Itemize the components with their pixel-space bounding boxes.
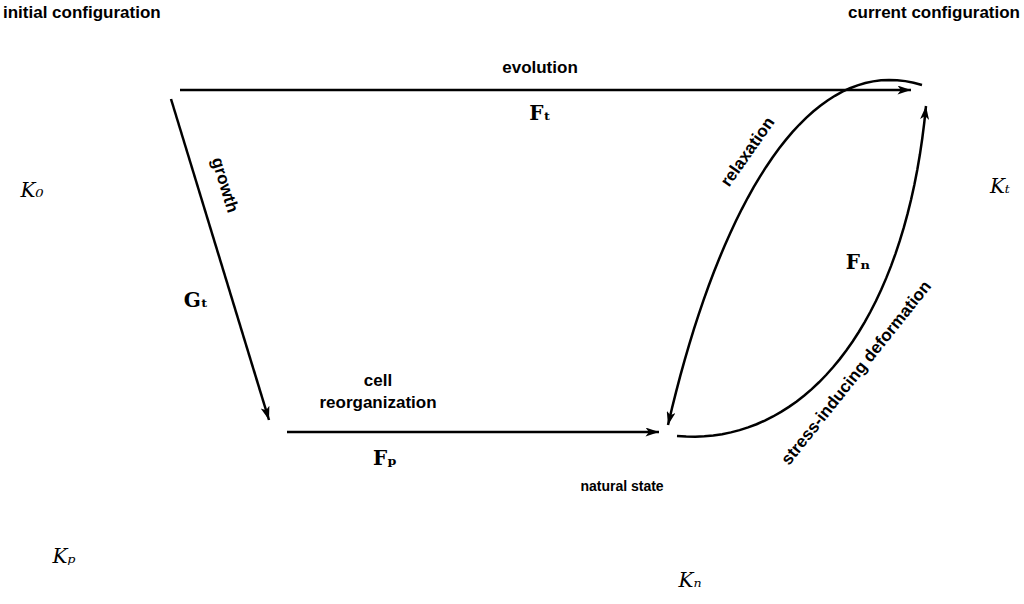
process-label: evolution bbox=[502, 58, 578, 78]
arrow-connector bbox=[668, 80, 922, 425]
material-point bbox=[660, 426, 676, 438]
arrow-connector bbox=[287, 431, 659, 434]
material-point bbox=[157, 81, 179, 99]
tensor-symbol: Fₜ bbox=[529, 101, 551, 125]
arrow-connector bbox=[677, 106, 926, 437]
body-outline bbox=[740, 39, 972, 249]
process-label: stress-inducing deformation bbox=[778, 277, 937, 469]
material-point bbox=[258, 420, 286, 444]
process-label: relaxation bbox=[717, 113, 780, 190]
arrow-connector bbox=[171, 99, 269, 420]
tensor-symbol: Gₜ bbox=[184, 288, 209, 312]
process-label: growth bbox=[206, 155, 242, 215]
body-outline bbox=[22, 28, 248, 167]
arrow-connector bbox=[180, 89, 911, 92]
tensor-symbol: Fₙ bbox=[846, 250, 871, 274]
configuration-symbol: Kₚ bbox=[53, 544, 76, 568]
configuration-heading: current configuration bbox=[848, 3, 1020, 23]
configuration-symbol: Kₙ bbox=[678, 568, 701, 592]
configuration-node: natural stateKₙ bbox=[480, 355, 730, 604]
configuration-heading: initial configuration bbox=[3, 3, 161, 23]
material-point bbox=[911, 85, 939, 105]
body-outline bbox=[490, 372, 727, 597]
configuration-heading: natural state bbox=[580, 478, 663, 495]
tensor-symbol: Fₚ bbox=[373, 446, 397, 470]
configuration-symbol: Kₜ bbox=[990, 174, 1010, 198]
process-label: cell reorganization bbox=[303, 370, 453, 414]
configuration-symbol: K₀ bbox=[21, 178, 44, 202]
